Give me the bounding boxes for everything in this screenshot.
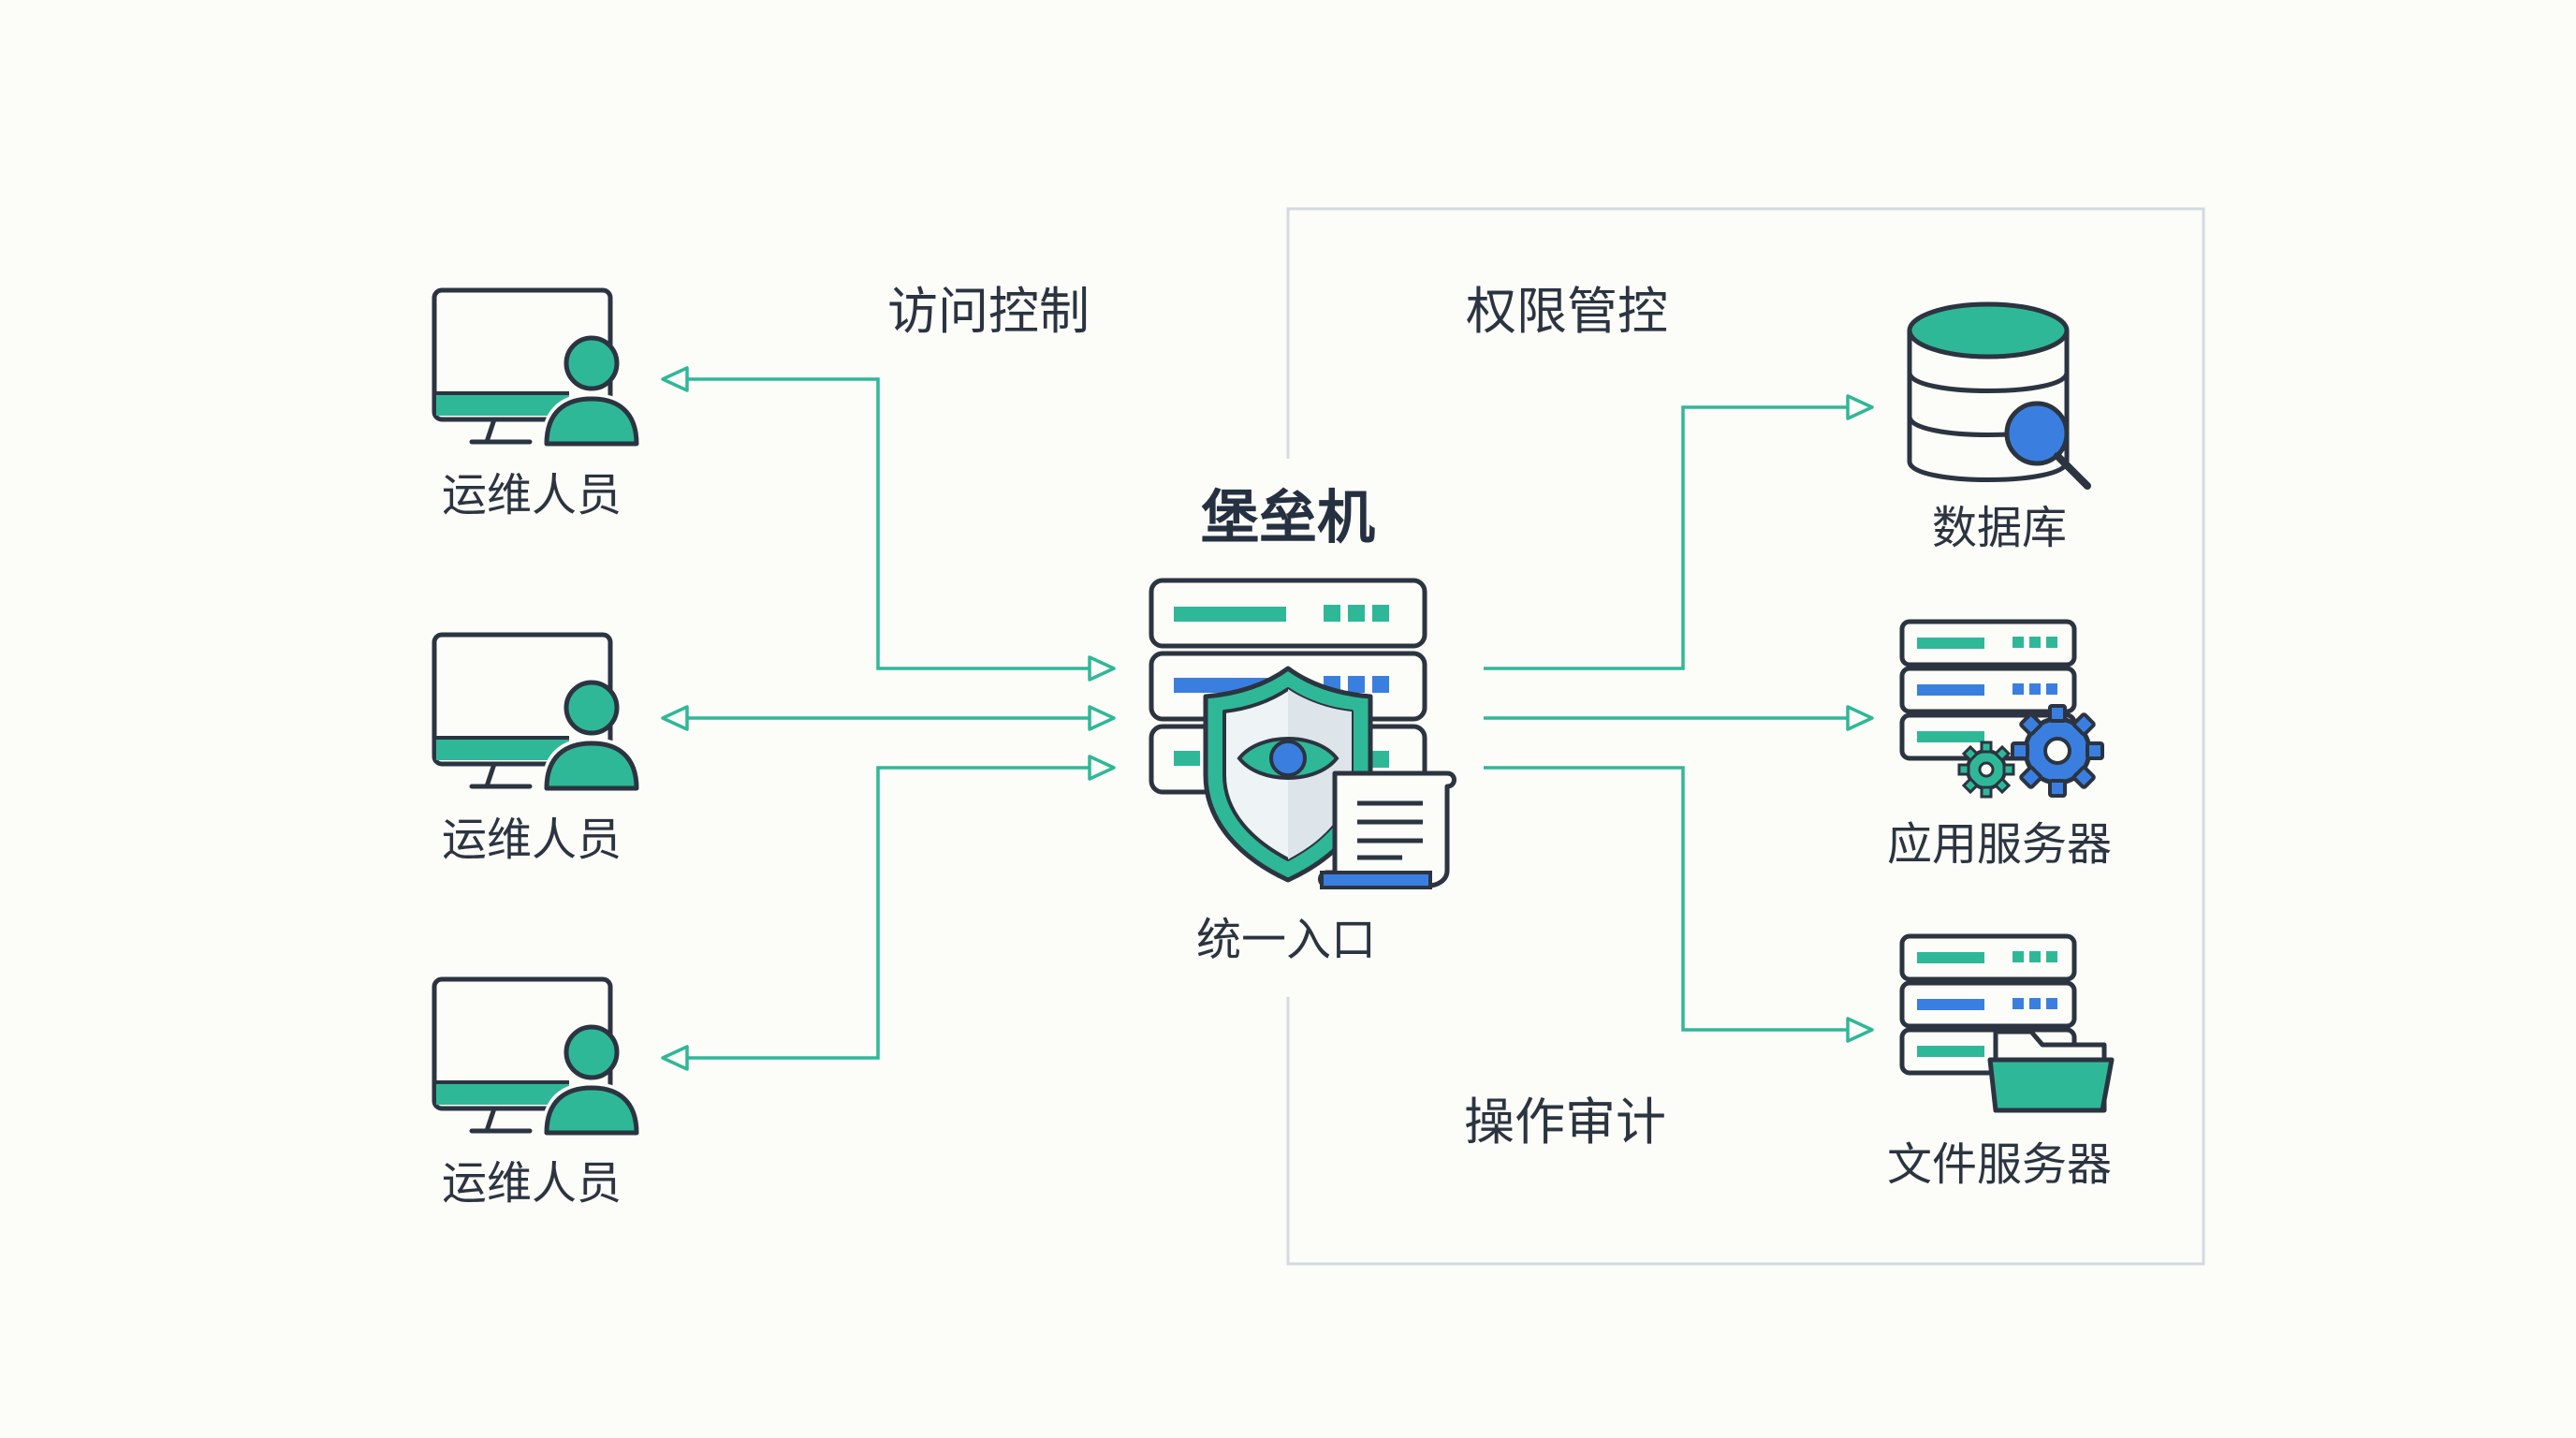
section-permission-control: 权限管控 [1466, 282, 1668, 341]
section-operation-audit: 操作审计 [1464, 1093, 1666, 1152]
target-label-database: 数据库 [1931, 502, 2068, 554]
monitor-user-icon-2 [432, 632, 642, 791]
diagram-title: 堡垒机 [1200, 483, 1376, 551]
connector-user-1 [661, 366, 1116, 682]
user-label-2: 运维人员 [441, 814, 622, 866]
connector-database [1484, 394, 1874, 670]
server-folder-icon [1899, 933, 2115, 1113]
connector-user-3 [661, 755, 1116, 1071]
user-icons [432, 287, 642, 1136]
user-label-1: 运维人员 [441, 469, 622, 521]
target-label-file-server: 文件服务器 [1886, 1138, 2113, 1191]
gateway-caption: 统一入口 [1195, 914, 1377, 966]
database-search-icon [1907, 301, 2091, 490]
section-access-control: 访问控制 [887, 282, 1090, 341]
target-connectors [1484, 394, 1874, 1043]
bastion-shield-server-icon [1149, 578, 1456, 889]
monitor-user-icon-3 [432, 976, 642, 1136]
connector-file-server [1484, 766, 1874, 1043]
user-connectors [661, 366, 1116, 1071]
user-label-3: 运维人员 [441, 1157, 622, 1210]
target-label-app-server: 应用服务器 [1886, 818, 2113, 871]
managed-zone-border [1286, 207, 2205, 1266]
monitor-user-icon-1 [432, 287, 642, 447]
server-gear-icon [1899, 619, 2104, 799]
